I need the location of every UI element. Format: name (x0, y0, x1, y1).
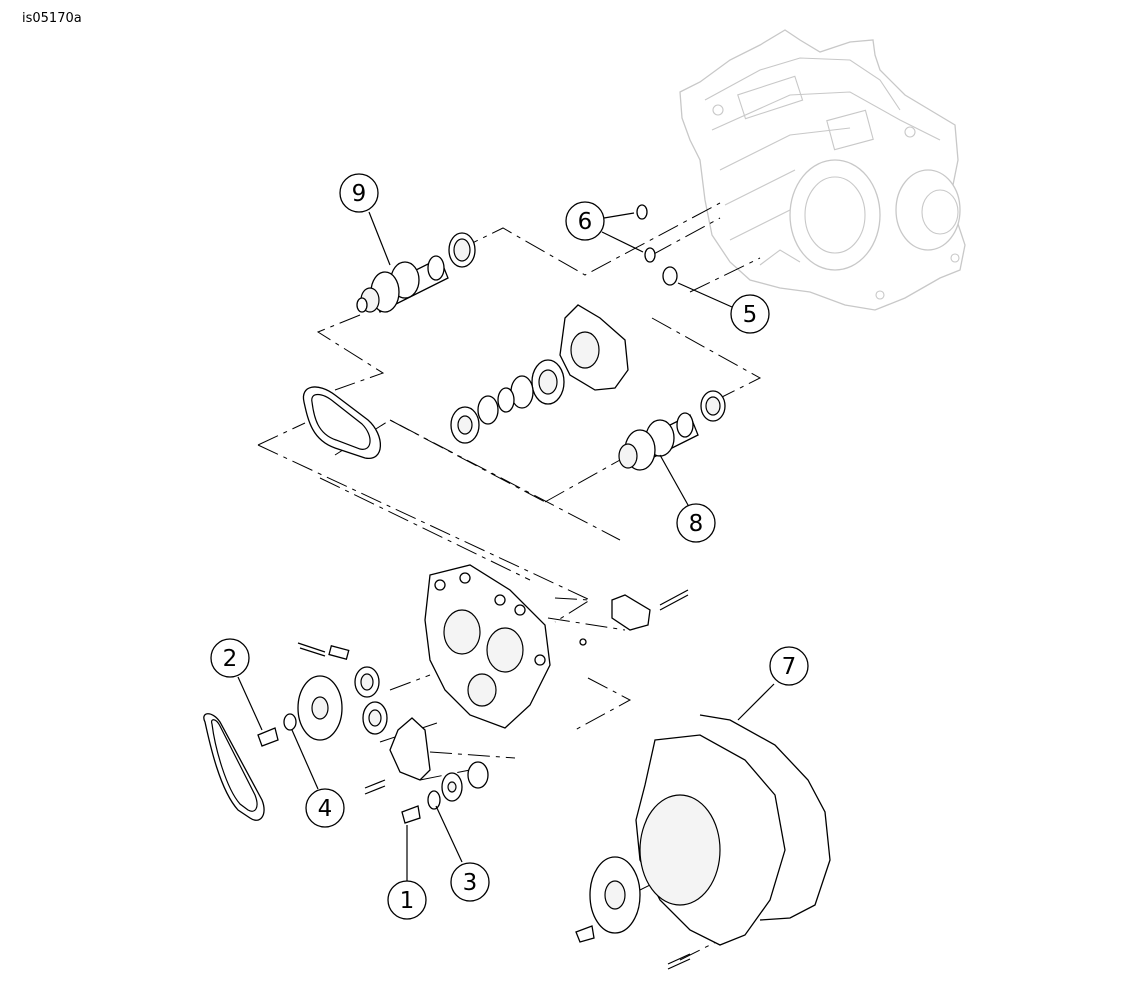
figure-id-label: is05170a (22, 11, 82, 26)
part-8-camshaft (618, 390, 726, 471)
lower-cam-chain (203, 713, 265, 821)
callout-1: 1 (387, 880, 427, 920)
cam-support-stack (450, 304, 629, 444)
svg-text:3: 3 (463, 870, 478, 896)
svg-text:8: 8 (689, 511, 704, 537)
crankcase-ghost (679, 29, 966, 311)
sprocket-washer-bolt (401, 761, 489, 824)
leader-lines (237, 211, 775, 881)
o-rings (636, 204, 678, 286)
callout-8: 8 (676, 503, 716, 543)
svg-text:6: 6 (578, 209, 593, 235)
callout-9: 9 (339, 173, 379, 213)
svg-text:1: 1 (400, 888, 415, 914)
svg-text:4: 4 (318, 796, 333, 822)
upper-cam-chain (302, 386, 381, 459)
callout-3: 3 (450, 862, 490, 902)
callout-6: 6 (565, 201, 605, 241)
chain-tensioner-lower (364, 717, 431, 795)
svg-text:7: 7 (782, 654, 797, 680)
lower-left-parts (257, 642, 388, 747)
svg-text:9: 9 (352, 181, 367, 207)
svg-text:5: 5 (743, 302, 758, 328)
part-9-camshaft (356, 232, 476, 313)
tensioner-right (579, 589, 689, 646)
cam-support-plate (424, 564, 551, 729)
callout-2: 2 (210, 638, 250, 678)
callout-4: 4 (305, 788, 345, 828)
callout-5: 5 (730, 294, 770, 334)
svg-text:2: 2 (223, 646, 238, 672)
cam-cover-gasket (575, 714, 831, 970)
callout-7: 7 (769, 646, 809, 686)
